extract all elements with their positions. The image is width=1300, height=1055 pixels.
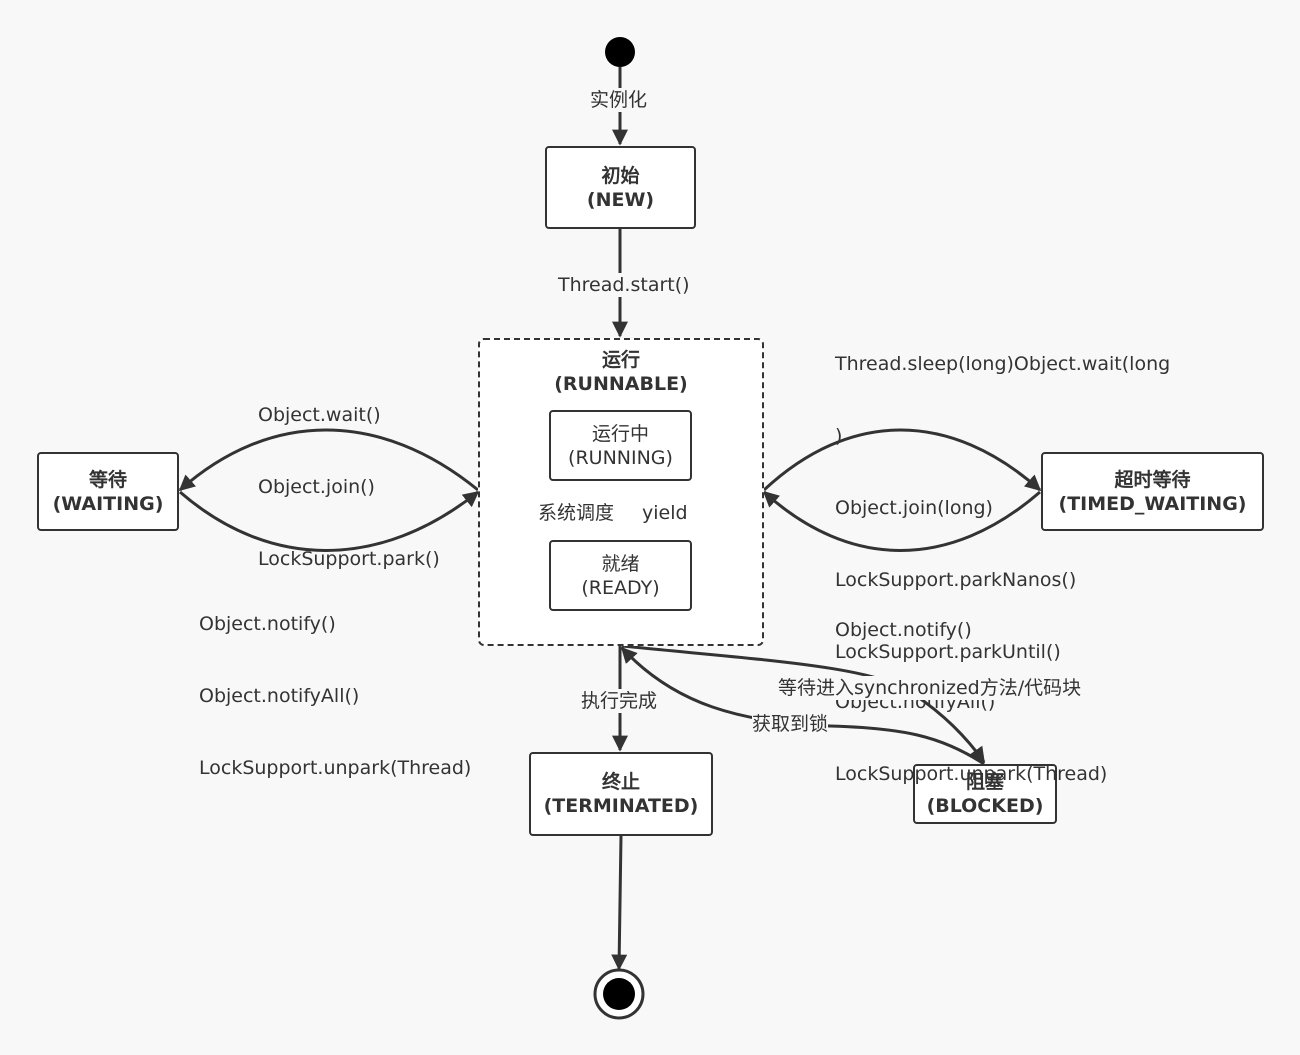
edge-terminate-final xyxy=(611,835,628,971)
state-waiting: 等待 (WAITING) xyxy=(37,452,179,531)
edge-to-timed-waiting xyxy=(762,428,1042,492)
label-from-waiting-line-2: Object.notifyAll() xyxy=(199,685,360,707)
label-to-waiting: Object.wait() Object.join() LockSupport.… xyxy=(258,355,440,619)
state-new-name: 初始 xyxy=(601,164,640,187)
state-timed-waiting-name: 超时等待 xyxy=(1114,468,1191,491)
state-new: 初始 (NEW) xyxy=(545,146,696,229)
label-to-timed-waiting-line-5: LockSupport.parkUntil() xyxy=(835,641,1061,663)
label-from-timed-waiting: Object.notify() Object.notifyAll() LockS… xyxy=(835,570,1107,834)
edge-to-waiting xyxy=(178,428,479,492)
label-to-waiting-line-3: LockSupport.park() xyxy=(258,548,440,570)
label-from-waiting-line-1: Object.notify() xyxy=(199,613,336,635)
state-terminated-name: 终止 xyxy=(601,771,640,793)
state-new-code: (NEW) xyxy=(586,188,655,211)
label-from-timed-waiting-line-1: Object.notify() xyxy=(835,619,972,641)
state-blocked: 阻塞 (BLOCKED) xyxy=(913,764,1057,824)
initial-node xyxy=(605,37,635,67)
state-timed-waiting: 超时等待 (TIMED_WAITING) xyxy=(1041,452,1264,531)
edge-from-waiting xyxy=(179,490,480,552)
label-from-waiting: Object.notify() Object.notifyAll() LockS… xyxy=(199,564,471,828)
state-terminated-code: (TERMINATED) xyxy=(543,795,699,817)
state-runnable-code: (RUNNABLE) xyxy=(554,373,688,395)
label-to-timed-waiting-line-2: ) xyxy=(835,425,843,447)
state-waiting-name: 等待 xyxy=(88,468,127,491)
label-to-waiting-line-1: Object.wait() xyxy=(258,404,381,426)
state-ready: 就绪 (READY) xyxy=(549,540,692,611)
state-timed-waiting-code: (TIMED_WAITING) xyxy=(1058,492,1247,515)
label-to-waiting-line-2: Object.join() xyxy=(258,476,375,498)
label-finish: 执行完成 xyxy=(581,689,658,713)
state-runnable-title: 运行 (RUNNABLE) xyxy=(480,348,762,396)
label-schedule: 系统调度 xyxy=(538,501,615,525)
label-start: Thread.start() xyxy=(558,273,690,297)
state-running: 运行中 (RUNNING) xyxy=(549,410,692,481)
label-from-blocked: 获取到锁 xyxy=(752,712,829,736)
label-to-timed-waiting-line-4: LockSupport.parkNanos() xyxy=(835,569,1077,591)
state-ready-code: (READY) xyxy=(581,576,660,599)
state-ready-name: 就绪 xyxy=(601,552,640,575)
state-blocked-name: 阻塞 xyxy=(965,771,1004,793)
state-waiting-code: (WAITING) xyxy=(52,492,164,515)
final-node-core xyxy=(603,978,635,1010)
label-from-timed-waiting-line-3: LockSupport.unpark(Thread) xyxy=(835,763,1108,785)
label-to-timed-waiting-line-3: Object.join(long) xyxy=(835,497,993,519)
label-to-timed-waiting-line-1: Thread.sleep(long)Object.wait(long xyxy=(835,353,1171,375)
label-instantiate: 实例化 xyxy=(590,88,648,112)
label-to-timed-waiting: Thread.sleep(long)Object.wait(long ) Obj… xyxy=(835,304,1170,712)
state-running-name: 运行中 xyxy=(591,422,649,445)
state-blocked-code: (BLOCKED) xyxy=(926,795,1044,817)
label-yield: yield xyxy=(642,501,688,525)
label-to-blocked: 等待进入synchronized方法/代码块 xyxy=(778,676,1082,700)
state-terminated: 终止 (TERMINATED) xyxy=(529,752,713,836)
state-running-code: (RUNNING) xyxy=(568,446,673,469)
edge-from-timed-waiting xyxy=(762,490,1041,552)
state-runnable-name: 运行 xyxy=(601,349,640,371)
label-from-waiting-line-3: LockSupport.unpark(Thread) xyxy=(199,757,472,779)
